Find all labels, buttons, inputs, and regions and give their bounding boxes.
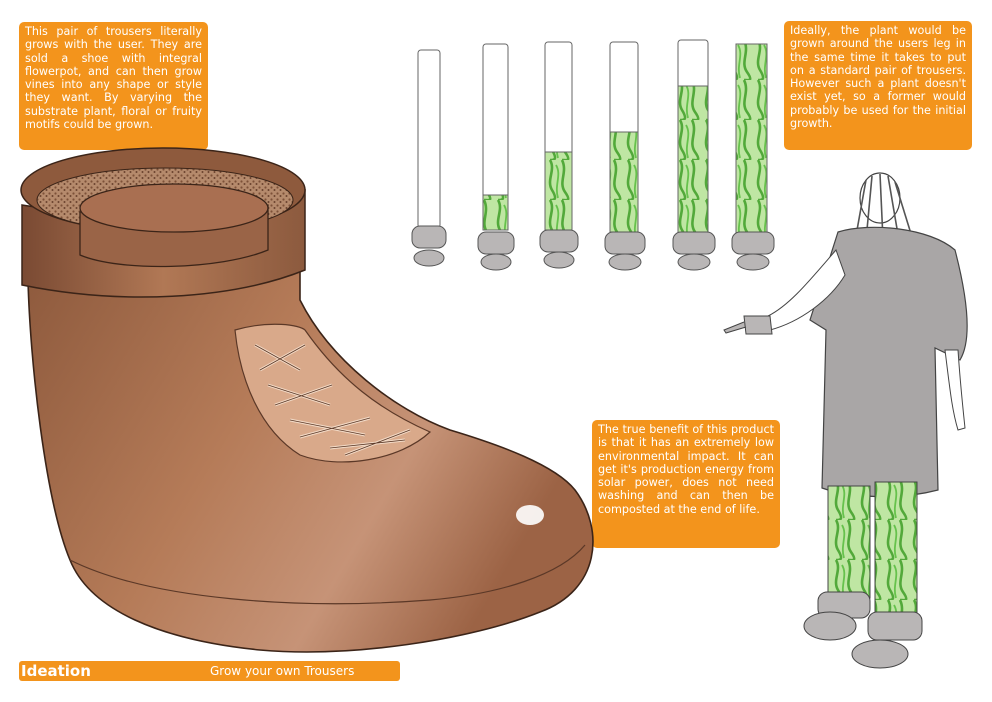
person-right-leg — [874, 481, 918, 618]
growth-stage-2 — [477, 43, 515, 271]
growth-stage-3 — [539, 41, 579, 269]
description-note-bottom: The true benefit of this product is that… — [592, 420, 780, 548]
person-watering-illustration — [723, 172, 968, 669]
growth-stage-6 — [731, 43, 775, 271]
growth-stage-5 — [672, 39, 716, 271]
boot-body — [27, 268, 594, 653]
page-subtitle: Grow your own Trousers — [210, 664, 355, 678]
page-title: Ideation — [21, 662, 91, 680]
growth-stage-4 — [604, 41, 646, 271]
growth-sequence-illustration — [411, 39, 775, 271]
description-note-left: This pair of trousers literally grows wi… — [19, 22, 208, 150]
growth-stage-1 — [411, 49, 447, 267]
watering-can-icon — [723, 315, 773, 335]
boot-lace-opening — [234, 323, 432, 463]
footer-banner: Ideation Grow your own Trousers — [19, 661, 400, 681]
person-left-leg — [827, 485, 871, 599]
description-note-right: Ideally, the plant would be grown around… — [784, 21, 972, 150]
